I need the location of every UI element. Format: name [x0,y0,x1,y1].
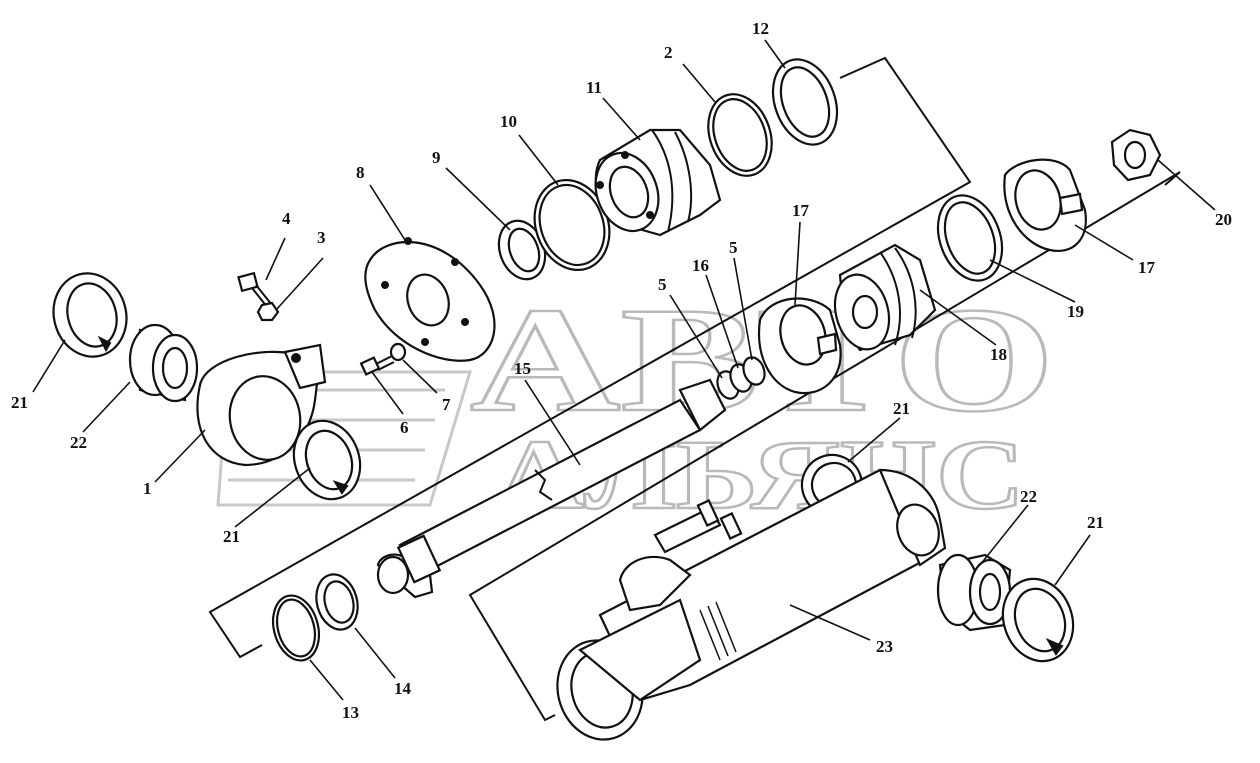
cylinder-barrel-23 [556,468,947,741]
leader-lines [32,39,1216,701]
bushing-22-left [128,323,199,403]
callout-21-a: 21 [11,393,28,412]
callout-14: 14 [394,679,412,698]
split-bushing-17-left [757,297,842,395]
callout-16: 16 [692,256,709,275]
callout-2: 2 [664,43,673,62]
callout-20: 20 [1215,210,1232,229]
callout-17-a: 17 [792,201,810,220]
piston-rod-15 [376,378,727,599]
ring-19 [936,194,1004,282]
callout-13: 13 [342,703,359,722]
callout-5-b: 5 [729,238,738,257]
callouts: 1 2 3 4 5 5 6 7 8 9 10 11 12 13 14 15 16… [11,19,1232,722]
gland-11 [594,128,722,237]
callout-10: 10 [500,112,517,131]
callout-23: 23 [876,637,893,656]
watermark-logo [216,370,473,507]
rod-eye-1 [196,343,327,467]
ring-5-b [742,356,766,386]
piston-18 [833,243,937,352]
bolt-6 [359,355,395,376]
ring-13 [271,594,321,662]
bolt-4 [237,271,273,309]
callout-12: 12 [752,19,769,38]
callout-21-d: 21 [1087,513,1104,532]
callout-22-b: 22 [1020,487,1037,506]
callout-22-a: 22 [70,433,87,452]
callout-8: 8 [356,163,365,182]
callout-1: 1 [143,479,152,498]
oring-2 [707,93,773,177]
callout-17-b: 17 [1138,258,1156,277]
washer-7 [389,342,407,362]
callout-3: 3 [317,228,326,247]
snap-ring-21-mid [292,419,362,501]
callout-7: 7 [442,395,451,414]
callout-4: 4 [282,209,291,228]
callout-15: 15 [514,359,531,378]
bushing-22-right [936,553,1012,632]
snap-ring-21-left [52,272,128,358]
callout-21-b: 21 [223,527,240,546]
ring-14 [315,573,359,631]
assembly-lines [208,56,1181,722]
split-bushing-17-right [1003,158,1087,253]
callout-9: 9 [432,148,441,167]
callout-21-c: 21 [893,399,910,418]
nut-3 [256,301,280,322]
callout-18: 18 [990,345,1007,364]
snap-ring-21-right-bottom [1001,577,1075,663]
flange-8 [364,237,496,362]
callout-19: 19 [1067,302,1084,321]
callout-6: 6 [400,418,409,437]
castle-nut-20 [1110,128,1162,182]
callout-5-a: 5 [658,275,667,294]
callout-11: 11 [586,78,602,97]
ring-12 [771,58,839,146]
